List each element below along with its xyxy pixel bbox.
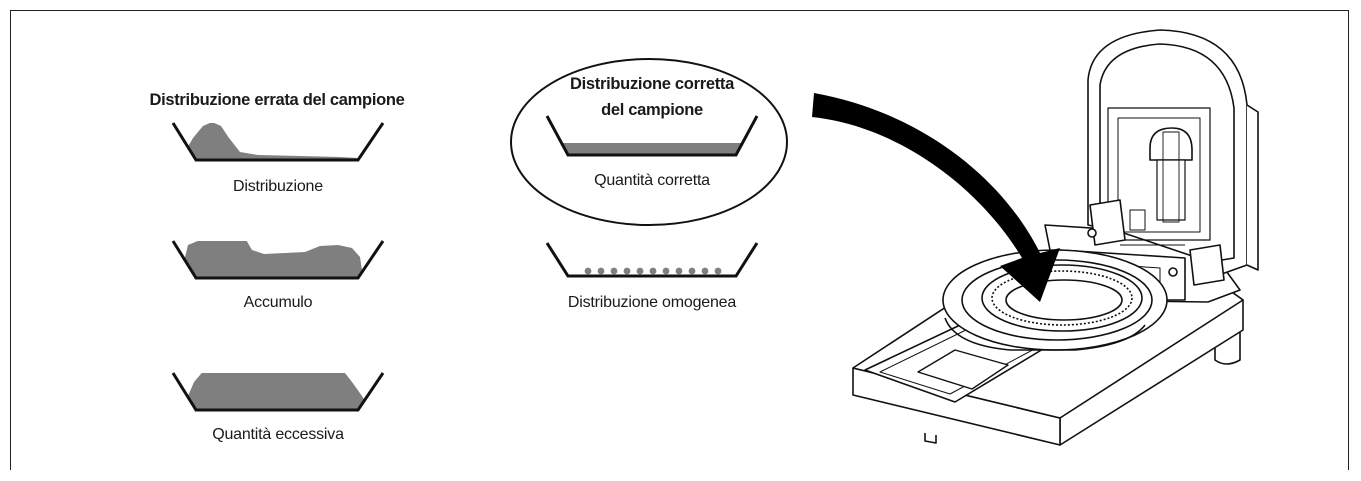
dish-outline [545,115,759,157]
correct-distribution-heading-line1: Distribuzione corretta [570,75,734,93]
label-homogeneous-distribution: Distribuzione omogenea [567,294,737,311]
wrong-distribution-heading: Distribuzione errata del campione [149,91,405,109]
dish-accumulation [171,240,385,280]
label-correct-quantity: Quantità corretta [594,172,710,189]
arrow-to-pan [812,93,1060,302]
dish-correct-quantity [545,115,759,157]
dish-outline [171,372,385,412]
dish-excess-quantity [171,372,385,412]
moisture-analyzer [852,29,1259,446]
label-accumulation: Accumulo [243,294,313,311]
dish-outline [545,242,759,278]
correct-bubble [510,58,788,226]
sample-uneven [180,123,362,160]
label-excess-quantity: Quantità eccessiva [212,426,344,443]
correct-distribution-heading-line2: del campione [601,101,703,119]
dish-homogeneous-distribution [545,242,759,278]
dish-outline [171,122,385,162]
figure-frame [10,10,1349,470]
sample-dots [584,267,722,275]
dish-uneven-distribution [171,122,385,162]
sample-accumulation [180,241,362,278]
dish-outline [171,240,385,280]
label-distribution: Distribuzione [233,178,323,195]
sample-excess [182,373,370,410]
sample-correct-layer [547,143,757,155]
